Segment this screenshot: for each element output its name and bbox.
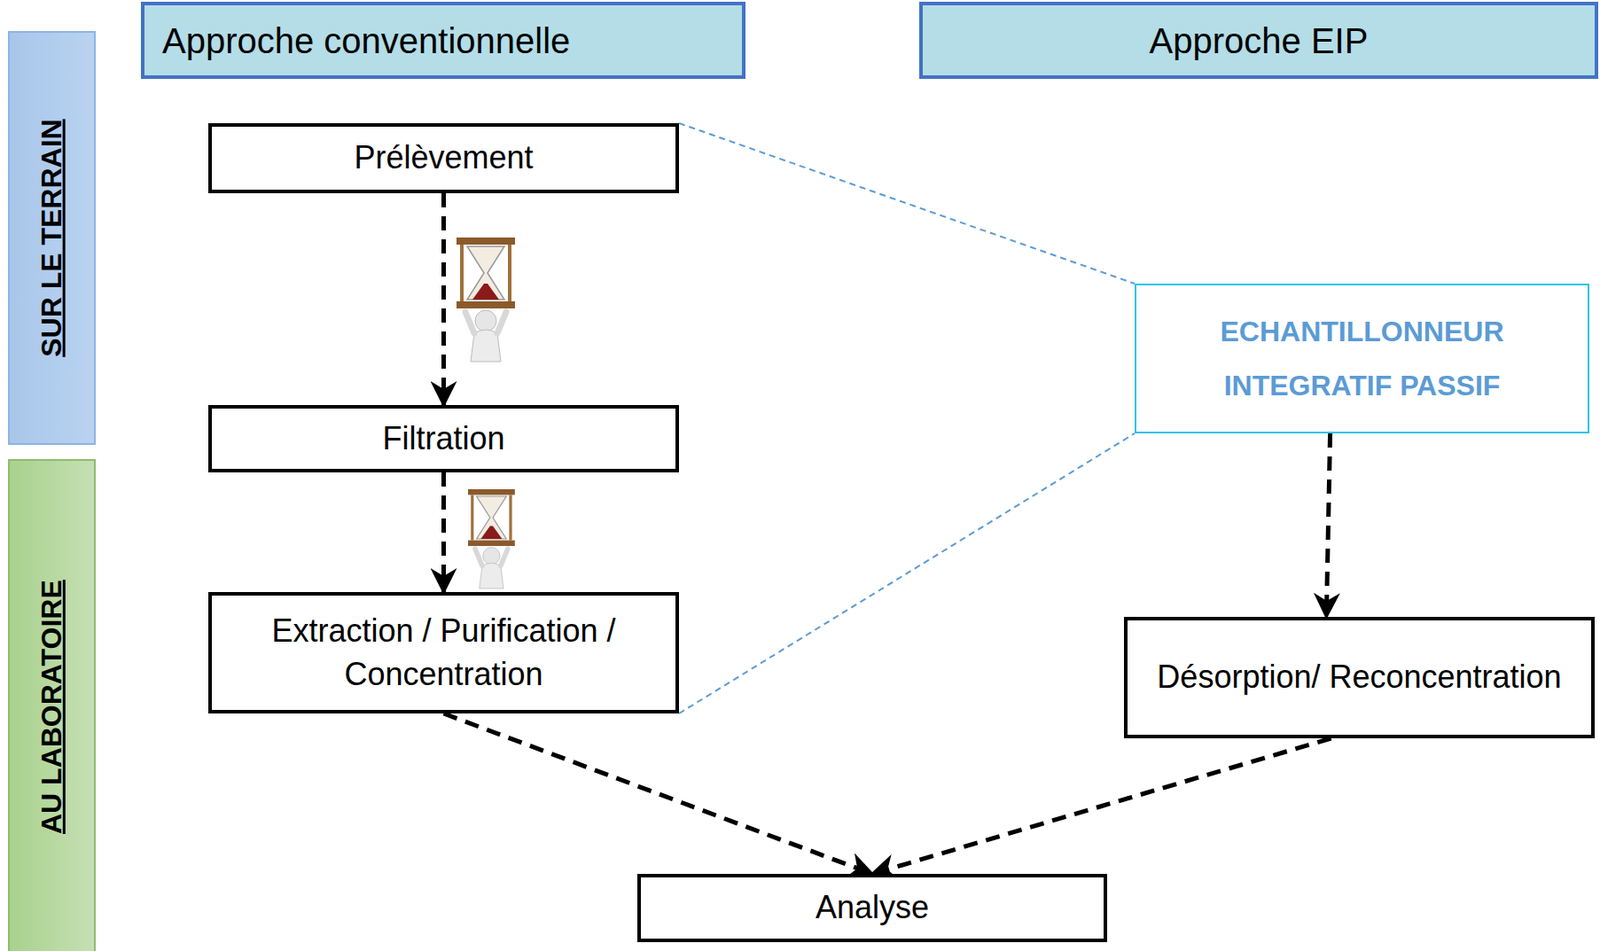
- node-label: AU LABORATOIRE: [32, 580, 71, 836]
- connector: [679, 433, 1135, 714]
- node-label: Approche EIP: [1149, 16, 1369, 65]
- connector: [441, 472, 446, 593]
- connector: [1326, 433, 1330, 617]
- node-label: Prélèvement: [353, 136, 533, 180]
- hourglass-figure: [468, 489, 516, 589]
- node-label: SUR LE TERRAIN: [32, 118, 71, 357]
- zone-band: AU LABORATOIRE: [7, 459, 96, 951]
- node-label: Filtration: [382, 417, 505, 461]
- process-box: Extraction / Purification / Concentratio…: [208, 592, 680, 714]
- connector: [679, 123, 1135, 284]
- node-label: Analyse: [815, 886, 929, 930]
- column-header: Approche conventionnelle: [140, 1, 746, 79]
- process-box: Désorption/ Reconcentration: [1123, 616, 1595, 739]
- connector: [444, 713, 874, 875]
- node-label: Approche conventionnelle: [162, 16, 570, 65]
- column-header: Approche EIP: [919, 1, 1599, 79]
- sampler-box: ECHANTILLONNEUR INTEGRATIF PASSIF: [1134, 283, 1590, 434]
- node-label: Désorption/ Reconcentration: [1156, 655, 1561, 700]
- node-label: Extraction / Purification / Concentratio…: [222, 609, 665, 696]
- connector: [441, 193, 446, 406]
- process-box: Analyse: [637, 874, 1108, 943]
- zone-band: SUR LE TERRAIN: [7, 31, 96, 445]
- hourglass-figure: [456, 237, 516, 362]
- connector: [872, 738, 1332, 875]
- process-box: Prélèvement: [208, 123, 680, 194]
- process-box: Filtration: [208, 405, 680, 473]
- node-label: ECHANTILLONNEUR INTEGRATIF PASSIF: [1171, 304, 1553, 414]
